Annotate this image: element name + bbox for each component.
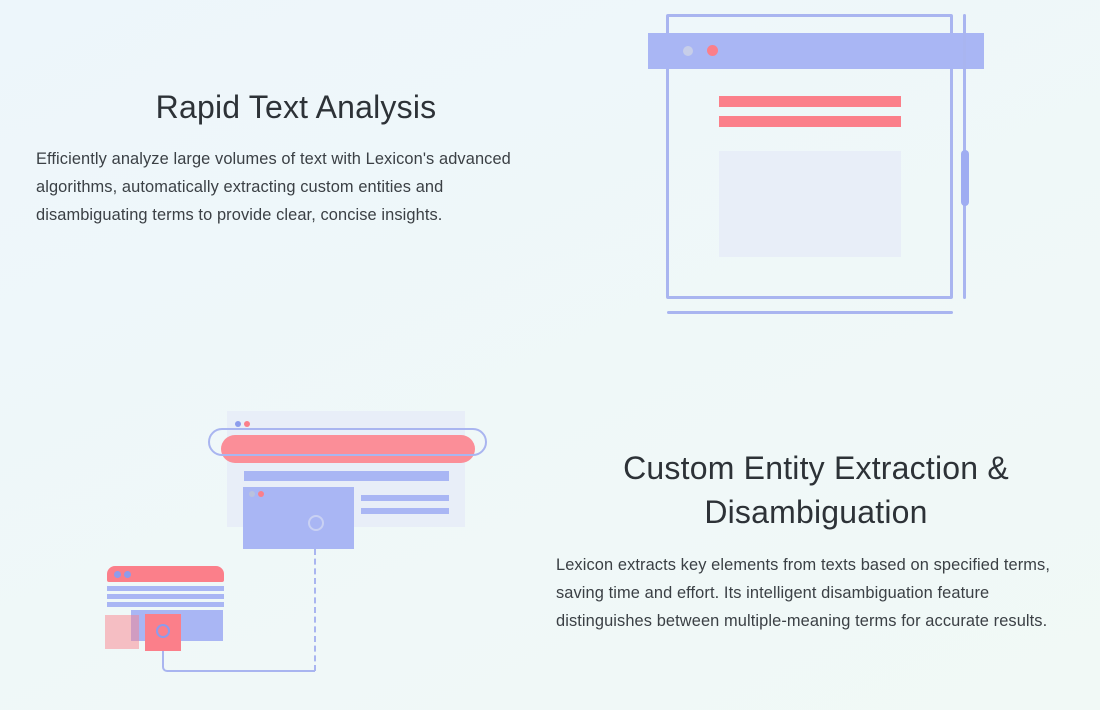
mini-stripe-2 xyxy=(107,594,224,599)
entity-extraction-illustration xyxy=(95,405,490,695)
window-titlebar xyxy=(648,33,984,69)
card-dot-gray-icon xyxy=(249,491,255,497)
text-bar-red-1 xyxy=(719,96,901,107)
text-bar-wide xyxy=(244,471,449,481)
feature-section-rapid-text-analysis: Rapid Text Analysis Efficiently analyze … xyxy=(36,88,556,229)
search-pill-outline xyxy=(208,428,487,456)
mini-window-titlebar xyxy=(107,566,224,582)
content-placeholder xyxy=(719,151,901,257)
mini-stripe-3 xyxy=(107,602,224,607)
connector-dashed-line xyxy=(314,549,316,671)
connector-elbow-line xyxy=(162,638,315,672)
card-circle-icon xyxy=(308,515,324,531)
scrollbar-thumb xyxy=(961,150,969,206)
search-pill-fill xyxy=(221,435,475,463)
feature-section-entity-extraction: Custom Entity Extraction & Disambiguatio… xyxy=(556,446,1076,635)
titlebar-dot-gray-icon xyxy=(683,46,693,56)
mini-dot-1-icon xyxy=(114,571,121,578)
panel-dot-red-icon xyxy=(244,421,250,427)
window-underline xyxy=(667,311,953,314)
entity-card xyxy=(243,487,354,549)
feature-description: Efficiently analyze large volumes of tex… xyxy=(36,150,511,224)
mini-dot-2-icon xyxy=(124,571,131,578)
mini-stripe-1 xyxy=(107,586,224,591)
anchor-circle-icon xyxy=(156,624,170,638)
mini-block-pink-light xyxy=(105,615,139,649)
feature-heading: Custom Entity Extraction & Disambiguatio… xyxy=(623,450,1009,530)
titlebar-dot-red-icon xyxy=(707,45,718,56)
feature-description: Lexicon extracts key elements from texts… xyxy=(556,556,1050,630)
text-bar-right-2 xyxy=(361,508,449,514)
browser-window-illustration xyxy=(640,0,1000,330)
feature-heading: Rapid Text Analysis xyxy=(155,89,437,125)
card-dot-red-icon xyxy=(258,491,264,497)
text-bar-red-2 xyxy=(719,116,901,127)
text-bar-right-1 xyxy=(361,495,449,501)
panel-dot-blue-icon xyxy=(235,421,241,427)
window-frame xyxy=(666,14,953,299)
